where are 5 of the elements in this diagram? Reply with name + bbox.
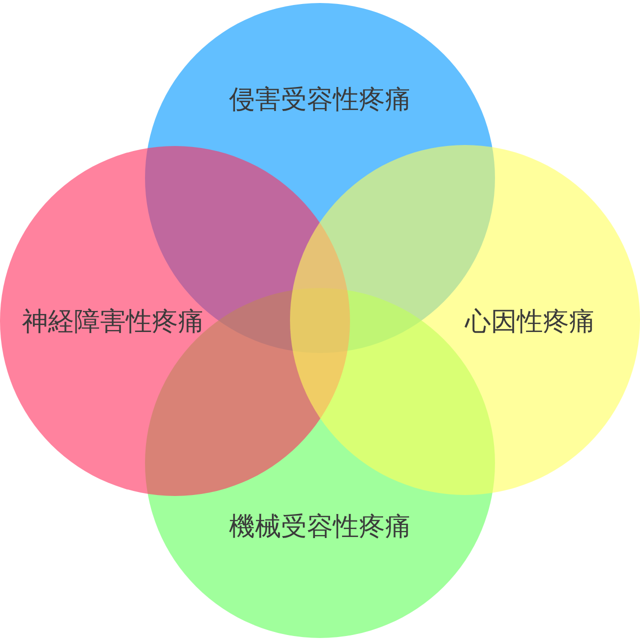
circle-label: 心因性疼痛 (465, 308, 595, 338)
venn-circle (290, 145, 640, 495)
circle-label: 神経障害性疼痛 (22, 308, 204, 338)
circle-label: 侵害受容性疼痛 (229, 86, 411, 116)
circle-label: 機械受容性疼痛 (229, 513, 411, 543)
